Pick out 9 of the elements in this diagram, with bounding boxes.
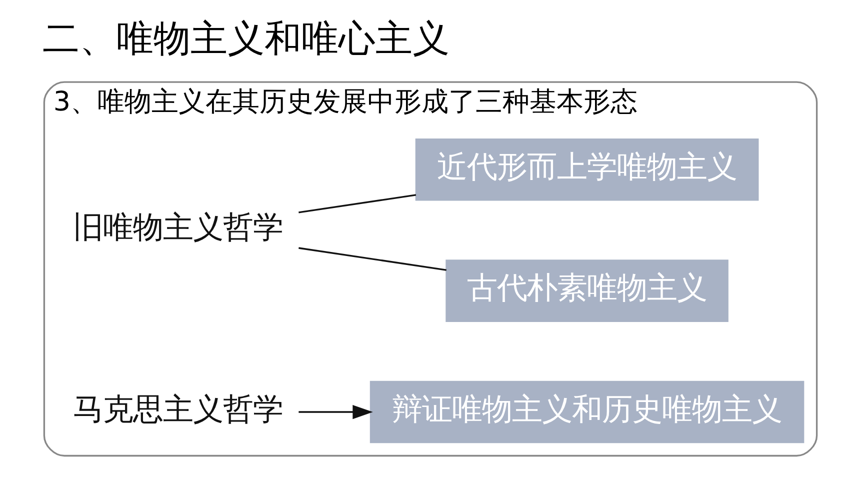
connector — [298, 247, 446, 271]
node-text: 马克思主义哲学 — [72, 392, 283, 428]
node-box: 近代形而上学唯物主义 — [414, 138, 758, 201]
node-text: 旧唯物主义哲学 — [72, 210, 283, 246]
node-box: 古代朴素唯物主义 — [445, 260, 728, 322]
arrow — [298, 404, 372, 420]
diagram-title: 二、唯物主义和唯心主义 — [42, 17, 450, 60]
node-box: 辩证唯物主义和历史唯物主义 — [369, 380, 804, 444]
connector — [298, 194, 416, 214]
